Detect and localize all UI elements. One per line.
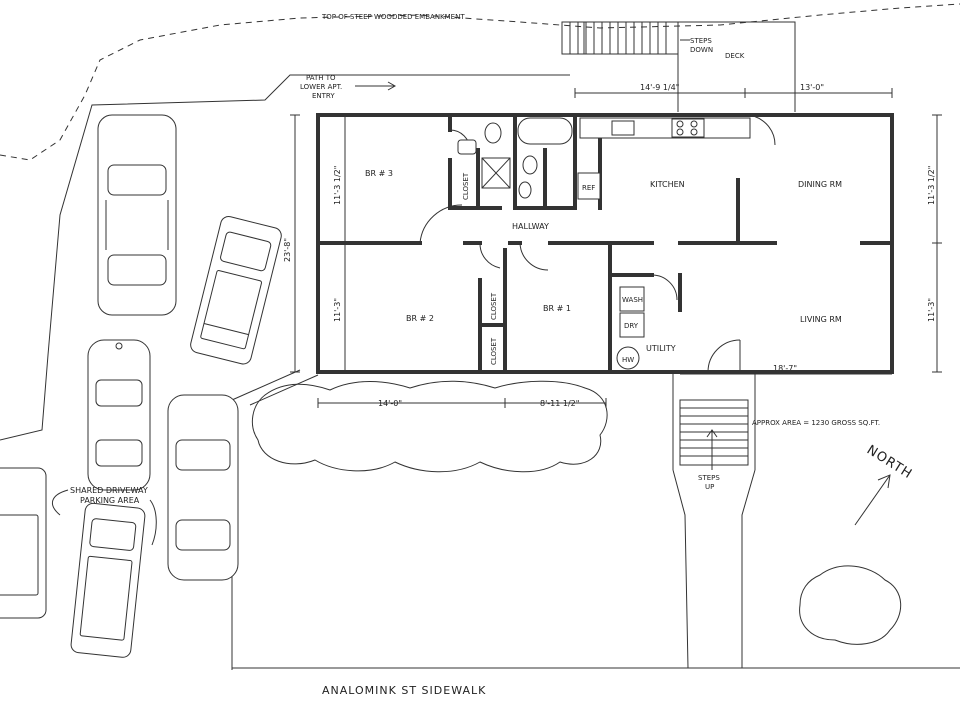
dim-bottom-living: 18'-7" — [773, 364, 797, 373]
steps-down-line1: STEPS — [690, 37, 712, 45]
shrub — [799, 565, 902, 645]
label-closet-br3: CLOSET — [462, 172, 470, 200]
fixtures — [457, 117, 751, 370]
path-note-line2: LOWER APT. — [300, 83, 342, 91]
label-ref: REF — [582, 184, 595, 192]
dim-bottom-br2: 14'-0" — [378, 399, 402, 408]
parked-car — [97, 114, 177, 316]
room-utility: UTILITY — [646, 344, 676, 353]
parked-pickup — [0, 467, 47, 619]
parking-area: SHARED DRIVEWAY PARKING AREA — [0, 114, 282, 658]
parking-label-line1: SHARED DRIVEWAY — [70, 486, 148, 495]
label-dry: DRY — [624, 322, 639, 330]
house-walls — [316, 113, 894, 374]
label-hw: HW — [622, 356, 634, 364]
dim-overall-depth: 23'-8" — [283, 238, 292, 262]
embankment-label: TOP OF STEEP WOODDED EMBANKMENT — [321, 13, 465, 21]
path-note-line3: ENTRY — [312, 92, 335, 100]
steps-down-line2: DOWN — [690, 46, 713, 54]
path-note-line1: PATH TO — [306, 74, 336, 82]
dryer — [619, 312, 645, 338]
toilet — [484, 122, 502, 144]
sink — [457, 139, 477, 155]
dim-top-left: 14'-9 1/4" — [640, 83, 679, 92]
deck-label: DECK — [725, 52, 745, 60]
room-hallway: HALLWAY — [512, 222, 549, 231]
steps-up-line2: UP — [705, 483, 714, 491]
room-br2: BR # 2 — [406, 314, 434, 323]
kitchen-counter — [579, 117, 751, 139]
washer — [619, 286, 645, 312]
parked-car — [87, 339, 151, 491]
room-br3: BR # 3 — [365, 169, 393, 178]
room-kitchen: KITCHEN — [650, 180, 685, 189]
parking-label-line2: PARKING AREA — [80, 496, 140, 505]
room-br1: BR # 1 — [543, 304, 571, 313]
deck: STEPS DOWN DECK — [561, 21, 796, 112]
approx-area: APPROX AREA = 1230 GROSS SQ.FT. — [752, 419, 880, 427]
sidewalk-label: ANALOMINK ST SIDEWALK — [322, 684, 486, 697]
water-heater — [616, 346, 640, 370]
dim-right-upper: 11'-3 1/2" — [927, 166, 936, 205]
dim-bottom-br1: 8'-11 1/2" — [540, 399, 579, 408]
toilet — [522, 155, 538, 175]
shrub-cluster — [251, 380, 608, 473]
parked-pickup — [190, 216, 282, 365]
parked-car — [167, 394, 239, 581]
bathtub — [517, 117, 573, 145]
label-closet-br2: CLOSET — [490, 292, 498, 320]
refrigerator — [577, 172, 601, 200]
stair-treads — [561, 21, 679, 55]
room-living: LIVING RM — [800, 315, 842, 324]
door-swings — [419, 114, 776, 373]
label-wash: WASH — [622, 296, 643, 304]
label-closet-br1: CLOSET — [490, 337, 498, 365]
dim-right-lower: 11'-3" — [927, 298, 936, 322]
room-dining: DINING RM — [798, 180, 842, 189]
room-labels: BR # 3 BR # 2 BR # 1 KITCHEN DINING RM L… — [365, 169, 842, 365]
arrow-icon — [355, 81, 397, 91]
toilet — [518, 181, 532, 199]
dim-left-upper: 11'-3 1/2" — [333, 166, 342, 205]
parked-pickup — [70, 502, 146, 658]
stove — [671, 118, 705, 138]
steps-up-line1: STEPS — [698, 474, 720, 482]
dim-left-lower: 11'-3" — [333, 298, 342, 322]
north-arrow-icon: NORTH — [854, 443, 915, 526]
dim-top-right: 13'-0" — [800, 83, 824, 92]
kitchen-sink — [611, 120, 635, 136]
front-steps: STEPS UP — [672, 372, 756, 669]
